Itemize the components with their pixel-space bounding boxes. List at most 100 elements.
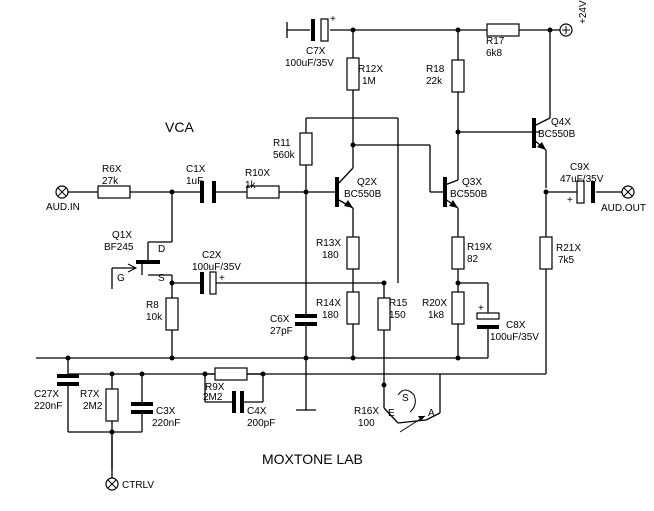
r11-value: 560k bbox=[273, 150, 296, 161]
c4x-name: C4X bbox=[247, 406, 267, 417]
r19x-value: 82 bbox=[467, 254, 479, 265]
aud-out-label: AUD.OUT bbox=[601, 203, 646, 214]
r15-name: R15 bbox=[389, 298, 408, 309]
c3x-name: C3X bbox=[156, 406, 176, 417]
moxtone-lab-label: MOXTONE LAB bbox=[262, 451, 363, 467]
c8x-name: C8X bbox=[506, 320, 526, 331]
resistor-r7x bbox=[105, 388, 119, 422]
q1x-name: Q1X bbox=[112, 230, 132, 241]
aud-in-terminal bbox=[55, 185, 69, 199]
capacitor-c27x bbox=[57, 374, 79, 386]
c9x-value: 47uF/35V bbox=[560, 174, 604, 185]
r17-name: R17 bbox=[486, 36, 505, 47]
pot-e-label: E bbox=[388, 408, 395, 419]
r6x-value: 27k bbox=[102, 176, 119, 187]
transistors bbox=[127, 117, 551, 275]
r12x-name: R12X bbox=[358, 64, 383, 75]
resistors bbox=[97, 23, 553, 422]
resistor-r6x bbox=[97, 185, 131, 199]
capacitor-c1x bbox=[200, 181, 216, 203]
resistor-r20x bbox=[451, 291, 465, 325]
capacitor-c4x bbox=[232, 391, 244, 413]
r18-name: R18 bbox=[426, 64, 445, 75]
potentiometer-r16x bbox=[383, 385, 441, 433]
c27x-name: C27X bbox=[34, 389, 59, 400]
capacitor-c3x bbox=[131, 402, 153, 414]
r11-name: R11 bbox=[273, 138, 291, 149]
c9x-name: C9X bbox=[570, 162, 590, 173]
r12x-value: 1M bbox=[362, 76, 376, 87]
aud-out-terminal bbox=[621, 185, 635, 199]
c8x-plus: + bbox=[478, 303, 484, 314]
resistor-r10x bbox=[246, 185, 280, 199]
r19x-name: R19X bbox=[467, 242, 492, 253]
capacitor-c6x bbox=[295, 314, 317, 326]
pot-s-label: S bbox=[402, 393, 409, 404]
jfet-gate-label: G bbox=[117, 273, 125, 284]
ctrlv-terminal bbox=[105, 477, 119, 491]
r7x-value: 2M2 bbox=[83, 401, 103, 412]
c6x-value: 27pF bbox=[270, 326, 293, 337]
resistor-r21x bbox=[539, 236, 553, 270]
c8x-value: 100uF/35V bbox=[490, 332, 539, 343]
jfet-drain-label: D bbox=[158, 244, 165, 255]
q1x-value: BF245 bbox=[104, 242, 134, 253]
resistor-r8 bbox=[165, 297, 179, 331]
transistor-q2x bbox=[335, 167, 354, 209]
transistor-q3x bbox=[443, 177, 459, 209]
r16x-value: 100 bbox=[358, 418, 375, 429]
c6x-name: C6X bbox=[270, 314, 290, 325]
supply-terminal bbox=[559, 23, 573, 37]
c9x-plus: + bbox=[567, 195, 573, 206]
r14x-value: 180 bbox=[322, 310, 339, 321]
jfet-source-label: S bbox=[158, 273, 165, 284]
c3x-value: 220nF bbox=[152, 418, 180, 429]
c7x-plus: + bbox=[330, 14, 336, 25]
r10x-name: R10X bbox=[245, 168, 270, 179]
r8-value: 10k bbox=[146, 312, 163, 323]
ground-symbols bbox=[286, 22, 316, 411]
q3x-name: Q3X bbox=[462, 177, 482, 188]
c4x-value: 200pF bbox=[247, 418, 275, 429]
vca-title: VCA bbox=[165, 119, 194, 135]
junctions bbox=[65, 27, 553, 435]
r7x-name: R7X bbox=[80, 389, 100, 400]
resistor-r12x bbox=[346, 57, 360, 91]
connectors bbox=[55, 23, 635, 491]
c2x-plus: + bbox=[219, 273, 225, 284]
resistor-r17 bbox=[486, 23, 520, 37]
wires bbox=[36, 29, 622, 478]
c7x-value: 100uF/35V bbox=[285, 58, 334, 69]
capacitor-c7x bbox=[311, 18, 329, 42]
labels: VCA MOXTONE LAB AUD.IN AUD.OUT CTRLV +24… bbox=[34, 0, 646, 491]
transistor-q4x bbox=[532, 117, 551, 151]
resistor-r18 bbox=[451, 59, 465, 93]
resistor-r19x bbox=[451, 236, 465, 270]
resistor-r11 bbox=[299, 132, 313, 166]
q4x-name: Q4X bbox=[551, 117, 571, 128]
r21x-value: 7k5 bbox=[558, 255, 575, 266]
resistor-r15 bbox=[377, 297, 391, 331]
r15-value: 150 bbox=[389, 310, 406, 321]
q2x-value: BC550B bbox=[344, 189, 382, 200]
c1x-name: C1X bbox=[186, 164, 206, 175]
q3x-value: BC550B bbox=[450, 189, 488, 200]
q4x-value: BC550B bbox=[538, 129, 576, 140]
capacitor-c8x bbox=[476, 312, 500, 329]
aud-in-label: AUD.IN bbox=[46, 202, 80, 213]
r13x-value: 180 bbox=[322, 250, 339, 261]
r9x-name: R9X bbox=[205, 382, 225, 393]
q2x-name: Q2X bbox=[357, 177, 377, 188]
r16x-name: R16X bbox=[354, 406, 379, 417]
resistor-r13x bbox=[346, 236, 360, 270]
r10x-value: 1k bbox=[245, 180, 257, 191]
r8-name: R8 bbox=[146, 300, 159, 311]
r6x-name: R6X bbox=[102, 164, 122, 175]
capacitors bbox=[57, 18, 595, 414]
c2x-name: C2X bbox=[202, 250, 222, 261]
r21x-name: R21X bbox=[556, 243, 581, 254]
r20x-value: 1k8 bbox=[428, 310, 445, 321]
r17-value: 6k8 bbox=[486, 48, 503, 59]
r9x-value: 2M2 bbox=[203, 392, 223, 403]
